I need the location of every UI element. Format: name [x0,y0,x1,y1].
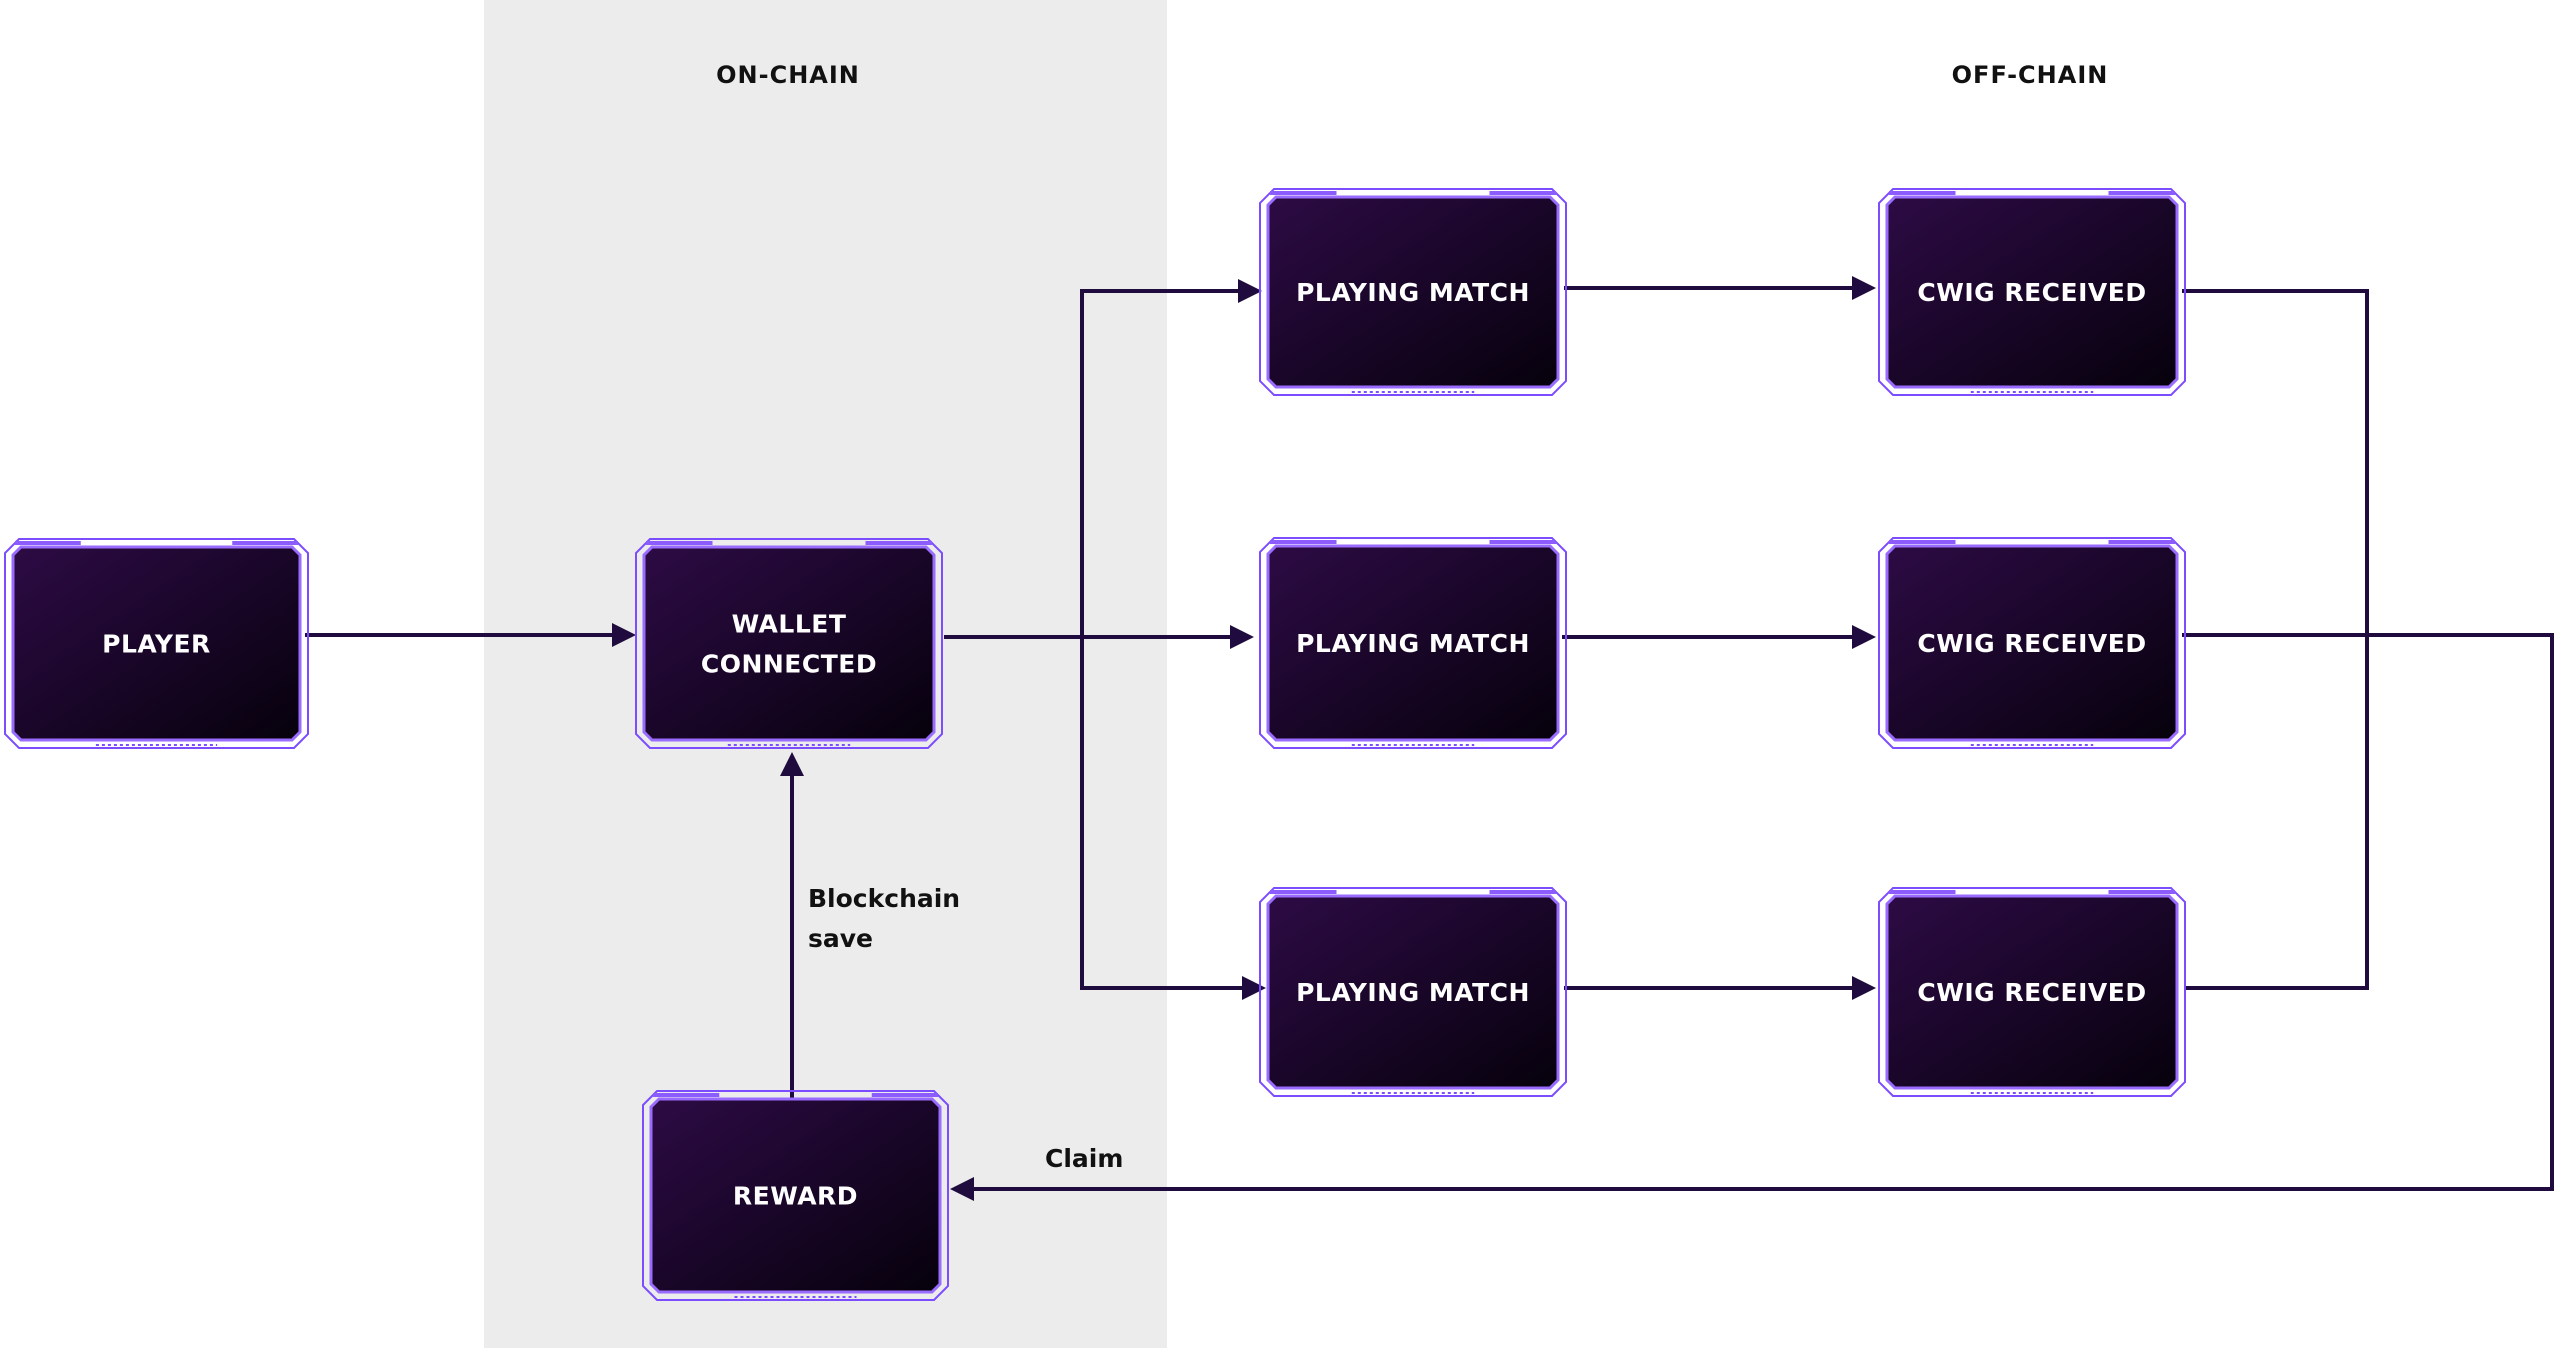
node-label: PLAYING MATCH [1296,629,1530,658]
nodes: PLAYER WALLET CONNECTED PLAYING MATCH PLAYIN… [4,188,2186,1301]
node-inner-panel [1266,894,1560,1090]
node-label: PLAYING MATCH [1296,278,1530,307]
node-reward: REWARD [642,1090,949,1301]
edge-wallet-to-match-1 [1080,279,1262,637]
node-inner-panel [1885,195,2179,389]
blockchain-save-label-line2: save [808,924,873,953]
node-outer-frame [635,538,943,749]
node-inner-panel [642,545,936,742]
node-outer-frame [1878,537,2186,749]
node-outer-frame [1878,887,2186,1097]
node-outer-frame [4,538,309,749]
off-chain-section-label: OFF-CHAIN [1952,61,2109,89]
claim-label: Claim [1045,1144,1123,1173]
edge-cwig-1-collector [2182,289,2369,990]
node-label: REWARD [733,1182,858,1211]
node-label: CWIG RECEIVED [1917,278,2146,307]
node-outer-frame [1259,887,1567,1097]
node-label: WALLET [732,610,847,639]
node-outer-frame [642,1090,949,1301]
node-cwig-3: CWIG RECEIVED [1878,887,2186,1097]
node-match-3: PLAYING MATCH [1259,887,1567,1097]
node-label: PLAYER [102,630,211,659]
node-outer-frame [1259,537,1567,749]
node-label: CWIG RECEIVED [1917,629,2146,658]
node-player: PLAYER [4,538,309,749]
node-inner-panel [1885,894,2179,1090]
edge-cwig-to-reward-claim [950,633,2554,1201]
node-inner-panel [1266,195,1560,389]
edge-wallet-to-match-3 [1080,637,1266,1000]
node-label: PLAYING MATCH [1296,978,1530,1007]
connectors [305,276,2554,1201]
node-outer-frame [1878,188,2186,396]
on-chain-section-label: ON-CHAIN [716,61,860,89]
node-outer-frame [1259,188,1567,396]
node-inner-panel [1266,544,1560,742]
node-match-2: PLAYING MATCH [1259,537,1567,749]
node-inner-panel [649,1097,942,1294]
blockchain-save-label-line1: Blockchain [808,884,960,913]
node-inner-panel [11,545,302,742]
node-match-1: PLAYING MATCH [1259,188,1567,396]
node-inner-panel [1885,544,2179,742]
node-label: CWIG RECEIVED [1917,978,2146,1007]
node-label: CONNECTED [701,650,877,679]
node-cwig-1: CWIG RECEIVED [1878,188,2186,396]
node-cwig-2: CWIG RECEIVED [1878,537,2186,749]
node-wallet: WALLET CONNECTED [635,538,943,749]
